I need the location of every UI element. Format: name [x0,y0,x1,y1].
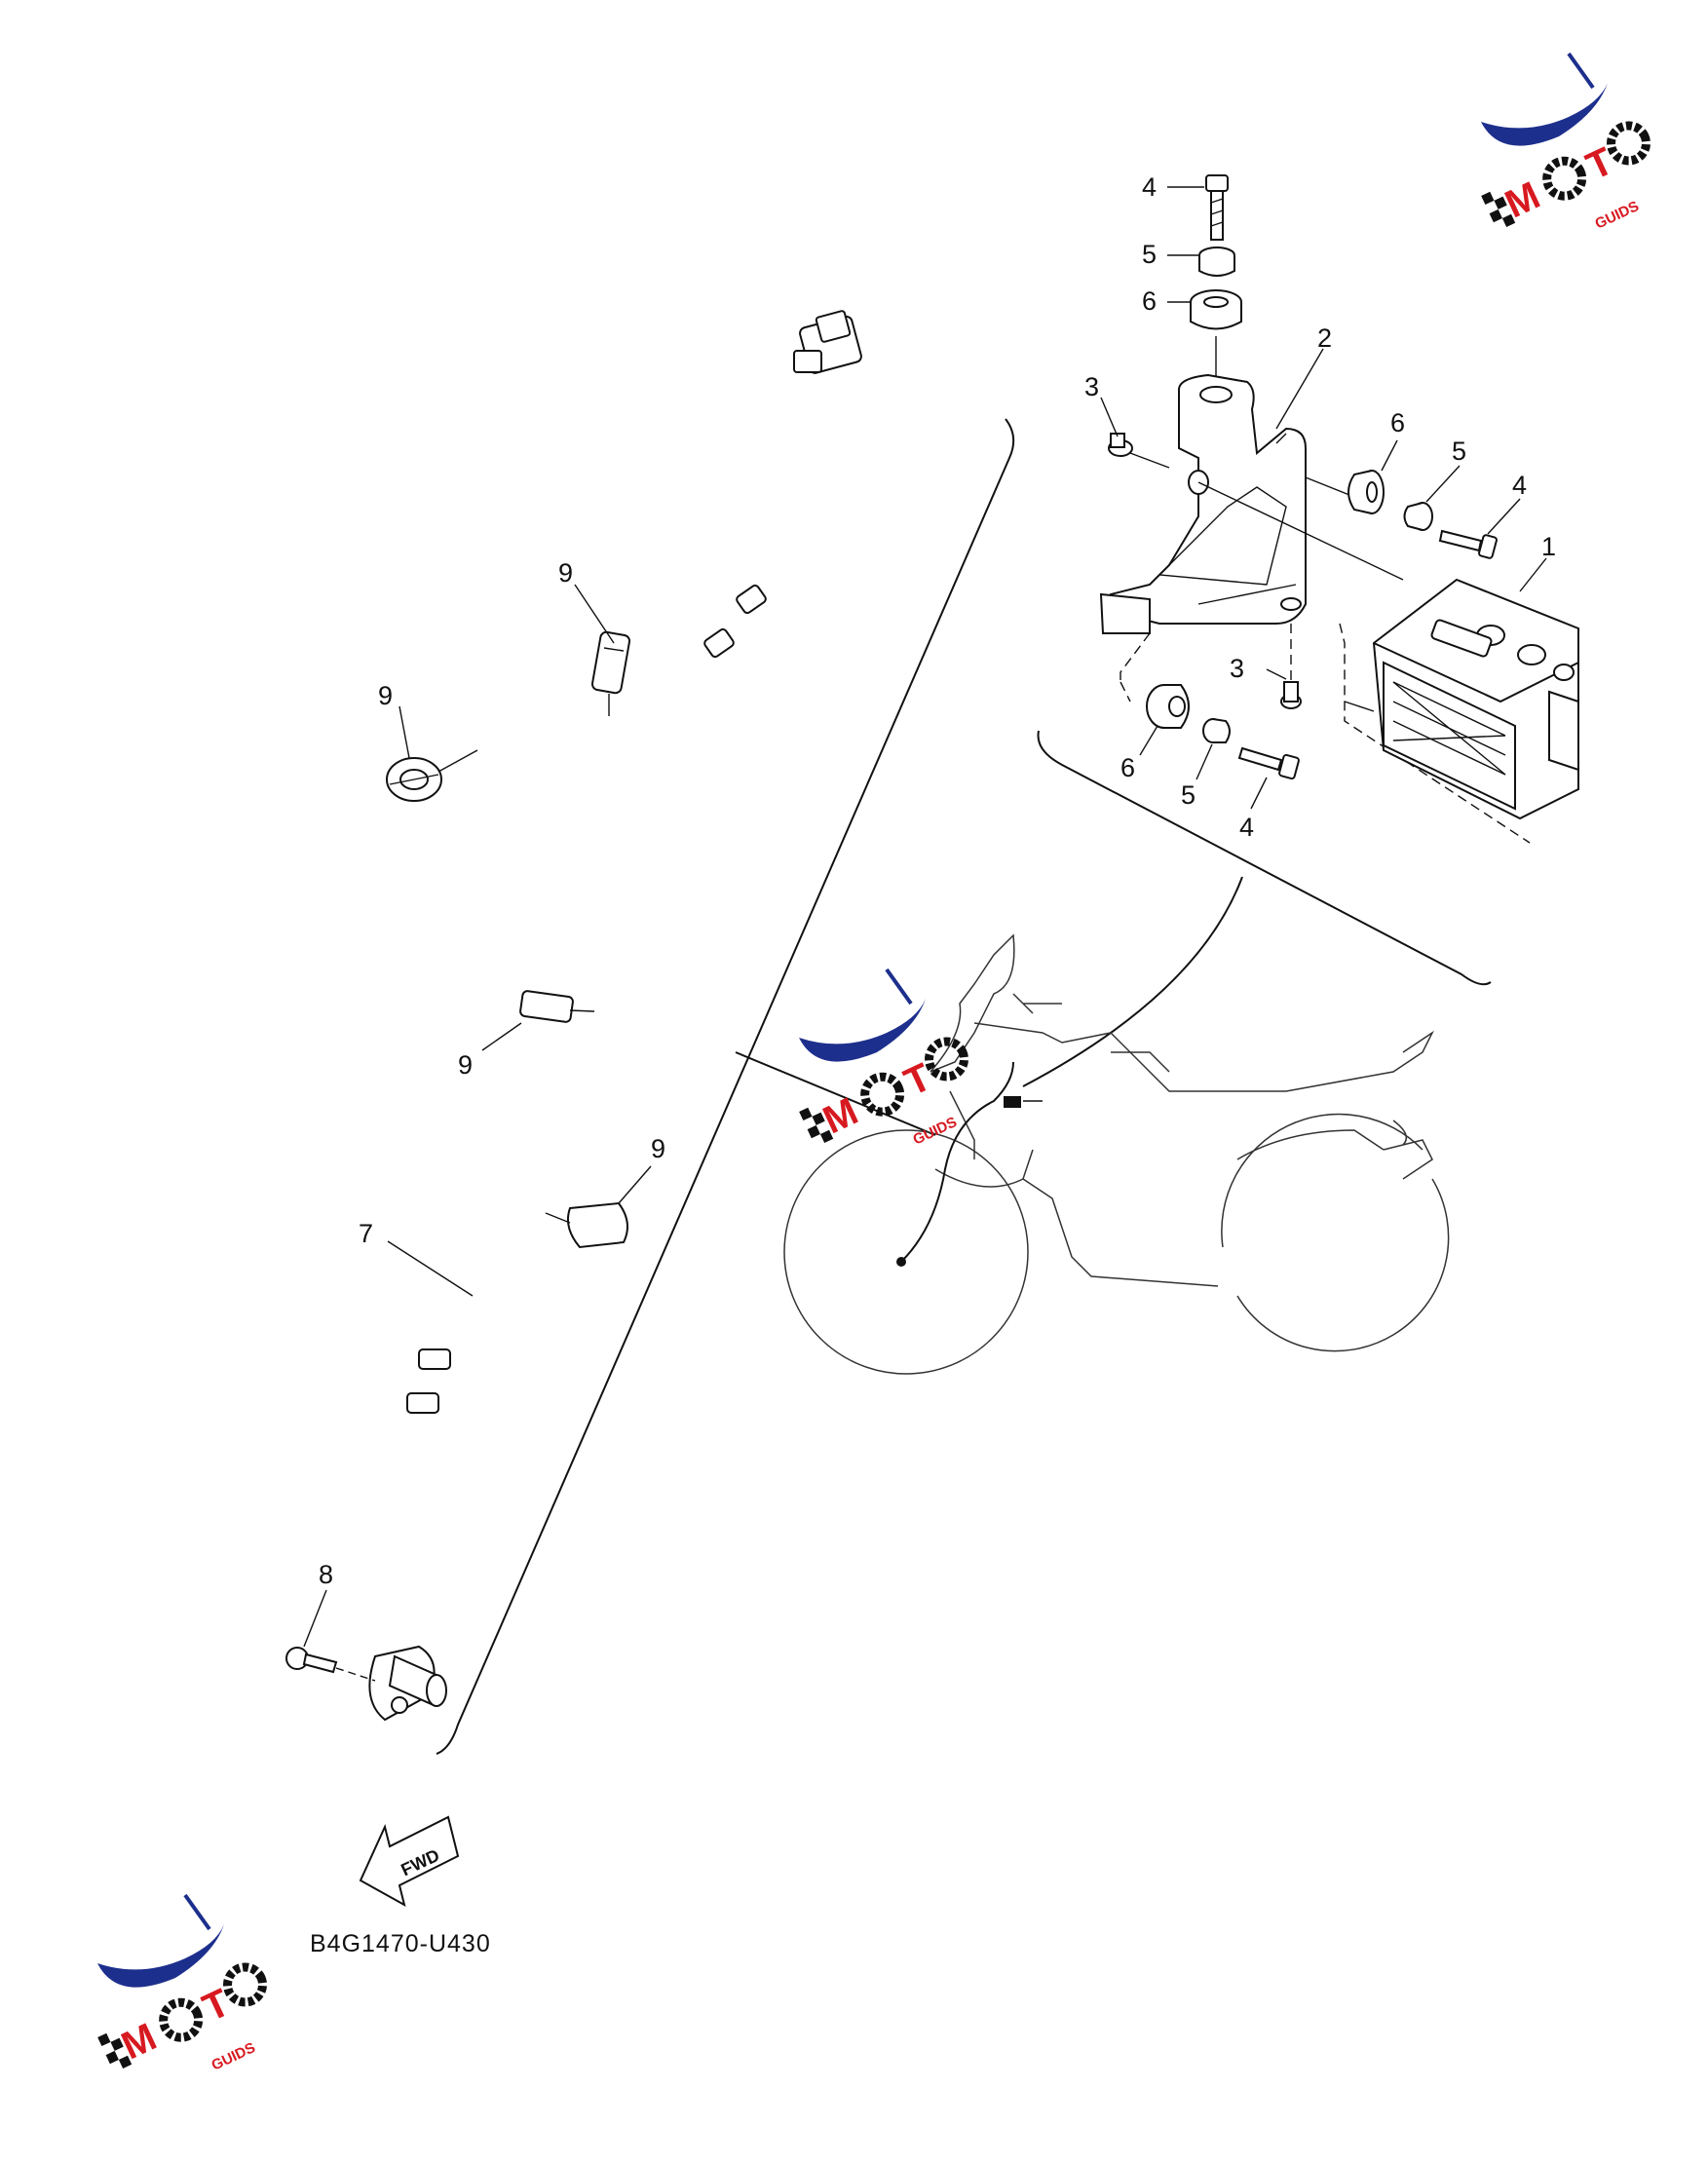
callout-9: 9 [378,681,393,710]
bolt-icon [285,1647,376,1682]
watermark-suffix: GUIDS [1593,198,1642,232]
callout-leaders [303,186,1547,1648]
callout-numbers: 4 5 6 2 3 6 5 4 1 3 6 5 4 9 9 9 9 7 8 [319,172,1556,1589]
collar-icon [1198,247,1235,277]
sensor-lead [368,310,862,1722]
callout-5: 5 [1181,780,1196,810]
watermark-suffix: GUIDS [911,1114,960,1148]
watermark-logo: GUIDS [1480,54,1656,235]
part-code: B4G1470-U430 [310,1930,491,1957]
callout-8: 8 [319,1560,333,1589]
clamp-icon [545,1201,628,1249]
callout-3: 3 [1230,654,1244,683]
callout-9: 9 [651,1134,665,1163]
watermark-logo: GUIDS [798,969,974,1151]
callout-6: 6 [1120,753,1135,782]
collar-icon [1403,502,1433,531]
callout-2: 2 [1317,323,1332,353]
callout-9: 9 [458,1050,473,1080]
callout-5: 5 [1452,437,1466,466]
callout-6: 6 [1142,286,1157,316]
bolt-icon [1205,174,1229,241]
clamp-icons [386,630,631,1249]
abs-unit-icon [1372,578,1579,820]
clamp-icon [590,630,631,716]
watermark-logo: GUIDS [96,1895,273,2076]
grommet-icon [1146,684,1190,729]
abs-unit-cluster [1099,174,1579,844]
clamp-icon [386,749,478,802]
watermark-suffix: GUIDS [209,2039,258,2073]
grommet-icon [1347,470,1385,514]
callout-5: 5 [1142,240,1157,269]
fwd-arrow: FWD [359,1815,460,1907]
callout-6: 6 [1390,408,1405,437]
bolt-icon [1438,529,1498,559]
wheel-sensor-icon [368,1645,447,1722]
callout-3: 3 [1084,372,1099,401]
bolt-icon [1237,746,1300,780]
bolt-icon [1280,681,1302,709]
callout-9: 9 [558,558,573,588]
bolt-icon [1108,433,1170,469]
bracket-icon [1099,373,1307,634]
grommet-icon [1190,289,1242,330]
divider-lines [436,418,1492,1755]
collar-icon [1202,718,1231,743]
clamp-icon [519,990,595,1023]
motorcycle-silhouette [783,933,1450,1375]
callout-4: 4 [1142,172,1157,202]
callout-4: 4 [1239,813,1254,842]
connector-icon [793,310,862,374]
callout-7: 7 [359,1219,373,1248]
callout-4: 4 [1512,471,1527,500]
callout-1: 1 [1541,532,1556,561]
